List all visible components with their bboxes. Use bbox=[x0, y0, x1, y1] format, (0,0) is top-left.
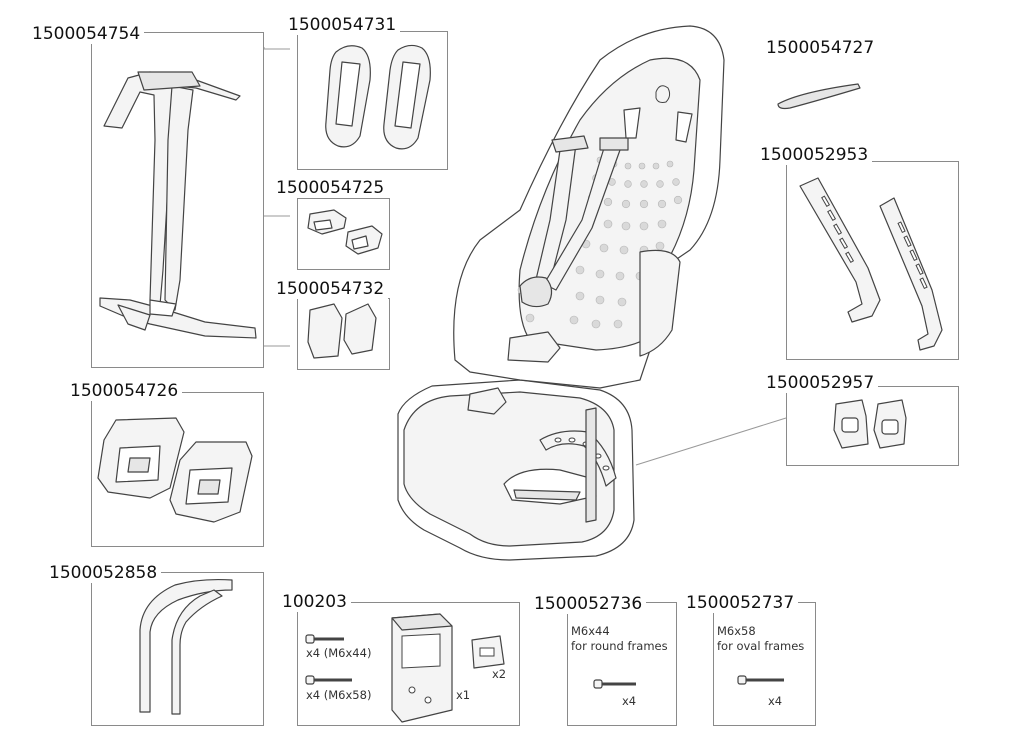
strap-covers-box bbox=[297, 298, 390, 370]
bolt-m6x58-label: x4 (M6x58) bbox=[306, 688, 372, 702]
buckles-part-number: 1500052957 bbox=[762, 373, 879, 393]
harness-part-number: 1500054754 bbox=[28, 24, 145, 44]
handlebar-part-number: 1500052858 bbox=[45, 563, 162, 583]
buckle-clips-box bbox=[297, 198, 390, 270]
bolt-m6x44-icon bbox=[305, 634, 344, 644]
bolts-round-qty: x4 bbox=[622, 694, 637, 708]
shoulder-pads-box bbox=[297, 31, 448, 170]
seat-illustration bbox=[397, 25, 725, 561]
mount-kit-illustration bbox=[305, 613, 505, 723]
bolts-oval-part-number: 1500052737 bbox=[682, 593, 799, 613]
brand-logo-icon bbox=[655, 85, 671, 103]
buckle-clips-part-number: 1500054725 bbox=[272, 178, 389, 198]
bolts-round-spec-line1: M6x44 bbox=[571, 624, 610, 638]
footrests-part-number: 1500054726 bbox=[66, 381, 183, 401]
shoulder-pads-part-number: 1500054731 bbox=[284, 15, 401, 35]
buckles-box bbox=[786, 386, 959, 466]
connector-lines bbox=[263, 47, 787, 466]
mount-kit-part-number: 100203 bbox=[278, 592, 351, 612]
bolt-m6x58-icon bbox=[305, 675, 352, 685]
block-qty-label: x1 bbox=[456, 688, 471, 702]
bolts-oval-box bbox=[713, 602, 816, 726]
plate-qty-label: x2 bbox=[492, 667, 507, 681]
bolts-round-spec-line2: for round frames bbox=[571, 639, 668, 653]
bolt-oval-frames-icon bbox=[737, 675, 784, 685]
strap-covers-part-number: 1500054732 bbox=[272, 279, 389, 299]
footrests-illustration bbox=[97, 417, 253, 523]
handlebar-illustration bbox=[139, 578, 233, 715]
buckles-illustration bbox=[833, 399, 907, 449]
bolt-m6x44-label: x4 (M6x44) bbox=[306, 646, 372, 660]
headrest-strip-illustration bbox=[777, 83, 861, 110]
buckle-clips-illustration bbox=[307, 209, 383, 255]
mount-kit-box bbox=[297, 602, 520, 726]
shoulder-pads-illustration bbox=[325, 44, 431, 150]
side-rails-box bbox=[786, 161, 959, 360]
headrest-strip-part-number: 1500054727 bbox=[762, 38, 879, 58]
strap-covers-illustration bbox=[307, 303, 377, 359]
footrests-box bbox=[91, 392, 264, 547]
bolts-round-part-number: 1500052736 bbox=[530, 594, 647, 614]
bolts-oval-spec-line1: M6x58 bbox=[717, 624, 756, 638]
harness-box bbox=[91, 32, 264, 368]
side-rails-part-number: 1500052953 bbox=[756, 145, 873, 165]
side-rails-illustration bbox=[799, 177, 943, 351]
bolts-oval-spec-line2: for oval frames bbox=[717, 639, 805, 653]
bolts-oval-qty: x4 bbox=[768, 694, 783, 708]
bolt-round-frames-icon bbox=[593, 679, 636, 689]
handlebar-box bbox=[91, 572, 264, 726]
harness-illustration bbox=[99, 71, 257, 339]
